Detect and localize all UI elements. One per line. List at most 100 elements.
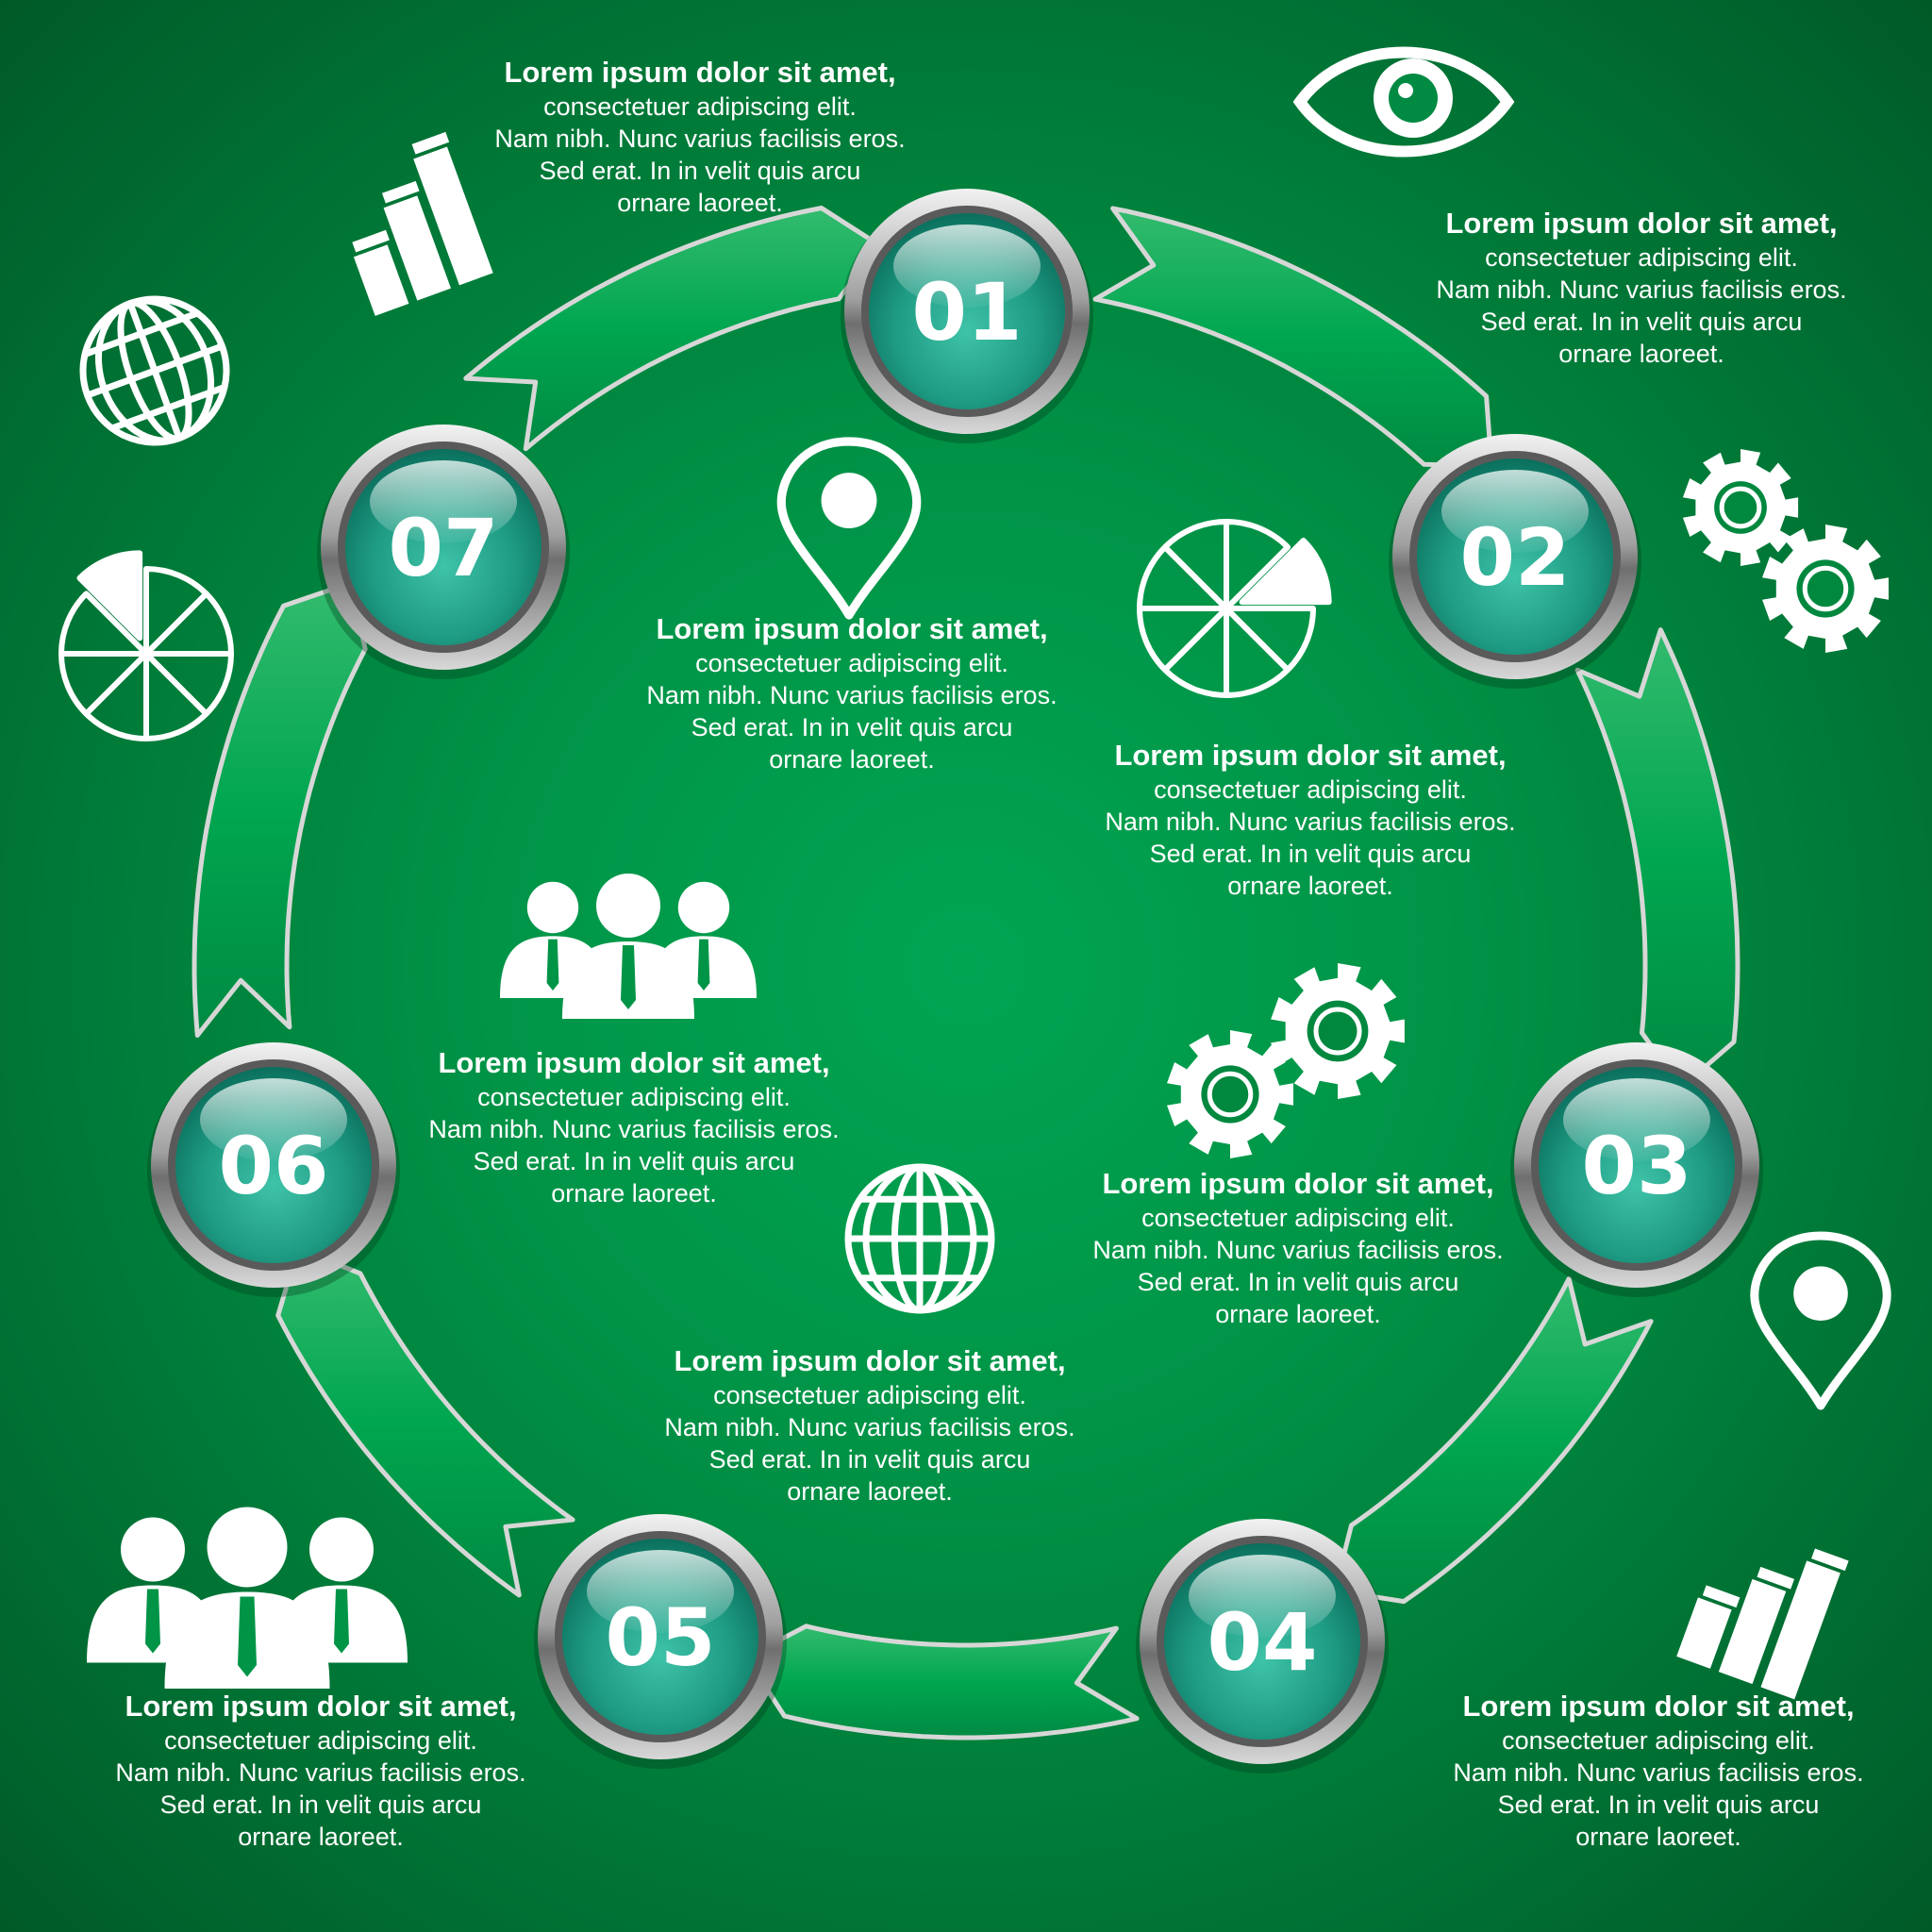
- text-block-title: Lorem ipsum dolor sit amet,: [125, 1690, 517, 1723]
- text-block-title: Lorem ipsum dolor sit amet,: [674, 1344, 1066, 1377]
- person-tie: [546, 939, 559, 991]
- eye-icon: [1292, 46, 1515, 158]
- person-tie: [238, 1596, 257, 1677]
- bar: [383, 195, 452, 301]
- button-gloss: [1189, 1555, 1336, 1638]
- ring-segment: [275, 1245, 575, 1598]
- bar-cap: [352, 229, 390, 253]
- bar-cap: [1702, 1585, 1740, 1608]
- button-gloss: [587, 1550, 734, 1633]
- bar-cap: [1757, 1566, 1795, 1590]
- text-block-line: Nam nibh. Nunc varius facilisis eros.: [664, 1413, 1075, 1441]
- gear: [1271, 963, 1405, 1099]
- text-block-title: Lorem ipsum dolor sit amet,: [1102, 1167, 1494, 1200]
- text-block-line: ornare laoreet.: [769, 745, 935, 774]
- pie-slice: [1137, 606, 1229, 674]
- text-block-line: Nam nibh. Nunc varius facilisis eros.: [1092, 1236, 1504, 1264]
- people-icon: [1167, 963, 1405, 1158]
- step-button: 02: [1389, 434, 1641, 689]
- person-tie: [334, 1589, 349, 1654]
- text-block-line: Nam nibh. Nunc varius facilisis eros.: [1105, 808, 1516, 836]
- text-block-line: ornare laoreet.: [1575, 1823, 1741, 1851]
- pie-chart-icon: [1137, 519, 1332, 698]
- gear: [1167, 1030, 1293, 1158]
- text-block-line: Nam nibh. Nunc varius facilisis eros.: [494, 125, 906, 153]
- gears-icon: [87, 1507, 408, 1689]
- gear-hub: [1802, 565, 1849, 612]
- step-button: 05: [534, 1514, 787, 1769]
- text-block-title: Lorem ipsum dolor sit amet,: [438, 1046, 830, 1079]
- step-number: 03: [1582, 1120, 1692, 1212]
- text-block-line: Nam nibh. Nunc varius facilisis eros.: [1453, 1758, 1864, 1787]
- text-block-line: ornare laoreet.: [1227, 872, 1393, 900]
- bar: [1718, 1578, 1787, 1685]
- text-block-line: Nam nibh. Nunc varius facilisis eros.: [428, 1115, 840, 1143]
- pie-slice: [143, 591, 234, 657]
- text-block: Lorem ipsum dolor sit amet, consectetuer…: [436, 55, 964, 219]
- globe-icon: [79, 295, 230, 446]
- pie-slice: [1239, 538, 1332, 606]
- text-block-line: Sed erat. In in velit quis arcu: [1480, 308, 1803, 336]
- text-block-line: consectetuer adipiscing elit.: [477, 1083, 791, 1111]
- location-pin-icon: [776, 437, 922, 620]
- step-number: 06: [219, 1120, 329, 1212]
- text-block-line: Nam nibh. Nunc varius facilisis eros.: [1436, 275, 1847, 304]
- text-block-line: ornare laoreet.: [617, 189, 783, 217]
- text-block-line: consectetuer adipiscing elit.: [695, 649, 1008, 677]
- ring-segment: [1332, 1276, 1654, 1605]
- step-button: 07: [317, 425, 570, 679]
- bar: [353, 244, 409, 316]
- person-tie: [621, 945, 636, 1009]
- eye-outline: [1292, 46, 1515, 158]
- text-block-title: Lorem ipsum dolor sit amet,: [1114, 739, 1507, 772]
- bar-chart-icon: [352, 131, 493, 316]
- step-number: 05: [606, 1591, 716, 1684]
- text-block: Lorem ipsum dolor sit amet, consectetuer…: [1034, 1166, 1562, 1330]
- text-block-line: Sed erat. In in velit quis arcu: [708, 1445, 1031, 1474]
- text-block-line: Nam nibh. Nunc varius facilisis eros.: [115, 1758, 526, 1787]
- button-gloss: [893, 225, 1041, 308]
- text-block: Lorem ipsum dolor sit amet, consectetuer…: [370, 1045, 898, 1209]
- text-block-line: consectetuer adipiscing elit.: [543, 92, 857, 121]
- text-block-line: Sed erat. In in velit quis arcu: [1137, 1268, 1459, 1296]
- bar: [1676, 1597, 1732, 1669]
- bar-cap: [411, 131, 450, 155]
- people-icon: [500, 874, 757, 1019]
- pie-slice: [76, 550, 143, 641]
- person-head: [677, 881, 730, 934]
- text-block-line: Sed erat. In in velit quis arcu: [1149, 840, 1472, 868]
- text-block: Lorem ipsum dolor sit amet, consectetuer…: [1046, 738, 1574, 902]
- globe-icon: [844, 1163, 995, 1314]
- person-head: [596, 874, 660, 938]
- pin-dot: [1793, 1266, 1848, 1321]
- pin-outline: [776, 437, 922, 620]
- text-block-line: ornare laoreet.: [238, 1823, 404, 1851]
- pie-chart-icon: [58, 550, 234, 741]
- person-tie: [697, 939, 710, 991]
- person-head: [207, 1507, 288, 1588]
- text-block-line: ornare laoreet.: [1215, 1300, 1381, 1328]
- text-block-line: ornare laoreet.: [551, 1179, 717, 1208]
- text-block-line: Sed erat. In in velit quis arcu: [539, 157, 861, 185]
- ring-segment: [192, 580, 368, 1038]
- pie-slice: [1161, 519, 1229, 611]
- text-block-title: Lorem ipsum dolor sit amet,: [1462, 1690, 1855, 1723]
- bar: [413, 146, 493, 286]
- gear-hub: [1207, 1071, 1254, 1118]
- gear: [1682, 449, 1799, 566]
- text-block-line: consectetuer adipiscing elit.: [1485, 243, 1798, 272]
- text-block: Lorem ipsum dolor sit amet, consectetuer…: [57, 1689, 585, 1853]
- gear-hub: [1313, 1007, 1362, 1056]
- text-block-line: Sed erat. In in velit quis arcu: [1497, 1790, 1820, 1819]
- bar-cap: [1811, 1548, 1849, 1572]
- text-block-line: Sed erat. In in velit quis arcu: [691, 713, 1013, 741]
- ring-segment: [1574, 627, 1740, 1091]
- eye-pupil-ring: [1389, 74, 1438, 123]
- text-block-line: consectetuer adipiscing elit.: [1141, 1204, 1455, 1232]
- gears-icon: [1682, 449, 1889, 653]
- ring-segment: [463, 206, 883, 452]
- step-number: 04: [1208, 1596, 1318, 1689]
- pin-dot: [821, 473, 877, 528]
- button-gloss: [1441, 470, 1589, 553]
- pie-slice: [58, 651, 149, 717]
